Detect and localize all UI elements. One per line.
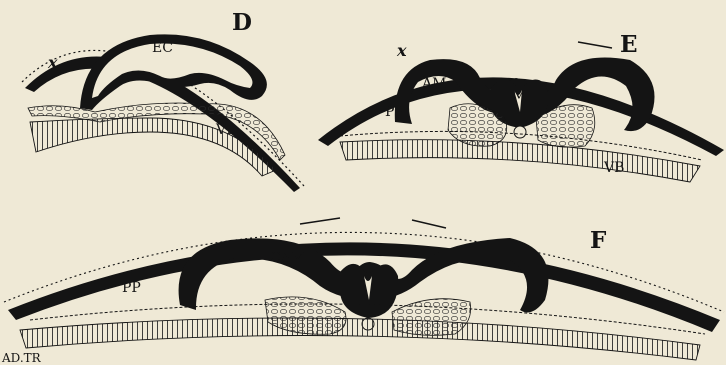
panel-e-notochord: [514, 126, 526, 138]
panel-f-vb-band: [20, 318, 700, 360]
panel-e-label-am: AM: [421, 76, 446, 92]
panel-e: E AM M PP VB x: [318, 31, 724, 182]
panel-f-letter: F: [590, 227, 607, 254]
panel-d-label-ec: EC: [152, 40, 173, 56]
panel-d: D EC VB x: [22, 9, 304, 192]
panel-d-letter: D: [232, 9, 252, 36]
panel-f-label-pp: PP: [122, 280, 141, 296]
panel-f: F CAM PP AD.TR: [1, 218, 724, 365]
panel-d-label-x: x: [47, 53, 58, 72]
panel-f-arrow-right: [412, 220, 446, 228]
panel-e-label-vb: VB: [603, 160, 624, 176]
panel-d-label-vb: VB: [215, 122, 236, 138]
panel-e-arrow: [578, 42, 612, 48]
corner-mark: AD.TR: [1, 351, 42, 365]
panel-d-vb-band: [30, 118, 276, 176]
panel-f-label-cam: CAM: [270, 250, 305, 266]
panel-e-vb-band: [340, 140, 700, 182]
panel-f-arrow-left: [300, 218, 340, 224]
panel-e-label-x: x: [396, 41, 407, 60]
panel-e-label-m: M: [512, 88, 526, 104]
panel-e-letter: E: [620, 31, 638, 58]
panel-e-label-pp: PP: [385, 104, 404, 120]
